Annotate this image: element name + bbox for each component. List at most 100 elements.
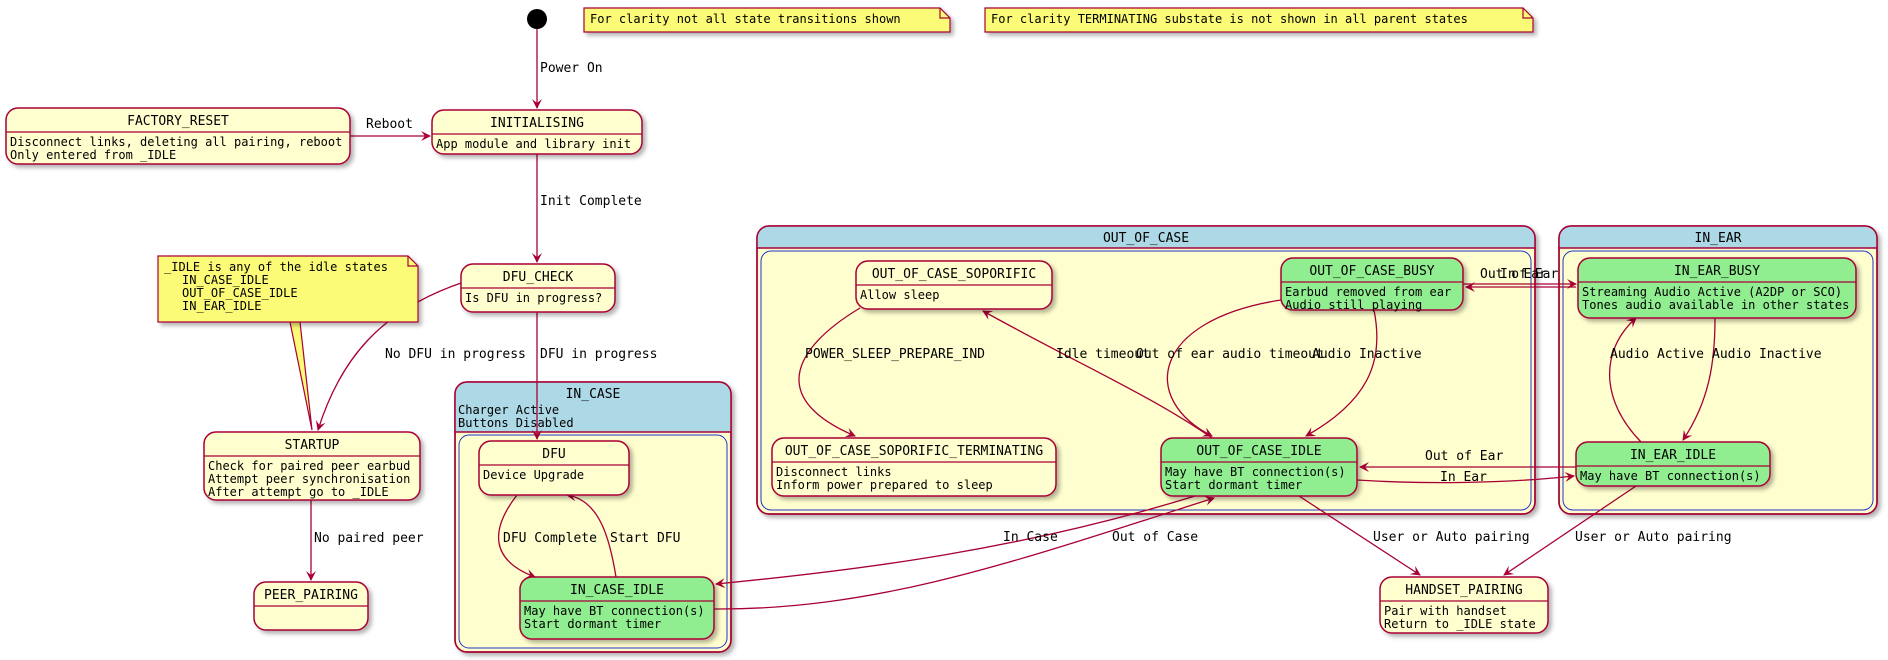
state-desc: Device Upgrade — [483, 468, 584, 482]
transition-label: DFU Complete — [503, 531, 597, 546]
state-name: OUT_OF_CASE_BUSY — [1309, 264, 1434, 279]
composite-title: IN_EAR — [1695, 231, 1742, 246]
transition-label: Power On — [540, 61, 603, 76]
state-out-of-case-soporific[interactable]: OUT_OF_CASE_SOPORIFIC Allow sleep — [855, 260, 1053, 310]
state-out-of-case-idle[interactable]: OUT_OF_CASE_IDLE May have BT connection(s… — [1160, 437, 1358, 497]
state-desc: Pair with handset — [1384, 604, 1507, 618]
note-clarity-terminating: For clarity TERMINATING substate is not … — [984, 7, 1534, 33]
transition-label: No DFU in progress — [385, 347, 526, 362]
transition-label: No paired peer — [314, 531, 424, 546]
transition-user-or-auto-pairing-1: User or Auto pairing — [1298, 495, 1530, 576]
state-dfu-check[interactable]: DFU_CHECK Is DFU in progress? — [460, 263, 616, 313]
state-name: STARTUP — [285, 438, 340, 453]
transition-label: User or Auto pairing — [1373, 530, 1530, 545]
transition-out-of-ear-idle: Out of Ear — [1359, 449, 1576, 472]
transition-out-of-case: Out of Case — [713, 495, 1215, 610]
transition-label: Out of Ear — [1425, 449, 1503, 464]
state-in-ear-busy[interactable]: IN_EAR_BUSY Streaming Audio Active (A2DP … — [1577, 257, 1857, 319]
state-desc: Check for paired peer earbud — [208, 459, 410, 473]
state-desc: Allow sleep — [860, 288, 939, 302]
transition-label: Out of ear audio timeout — [1136, 347, 1324, 362]
state-initialising[interactable]: INITIALISING App module and library init — [431, 109, 643, 155]
transition-start-dfu: Start DFU — [566, 491, 680, 578]
transition-no-paired-peer: No paired peer — [306, 500, 424, 581]
state-desc: Disconnect links — [776, 465, 892, 479]
composite-desc: Charger Active — [458, 403, 559, 417]
note-idle-definition: _IDLE is any of the idle statesIN_CASE_I… — [157, 255, 419, 431]
transition-label: Audio Inactive — [1712, 347, 1822, 362]
state-desc: Start dormant timer — [524, 617, 661, 631]
state-desc: May have BT connection(s) — [1165, 465, 1346, 479]
transition-label: Audio Inactive — [1312, 347, 1422, 362]
note-text: _IDLE is any of the idle states — [164, 260, 388, 274]
state-desc: Only entered from _IDLE — [10, 148, 176, 162]
transition-audio-inactive-ear: Audio Inactive — [1682, 317, 1822, 441]
state-in-case-idle[interactable]: IN_CASE_IDLE May have BT connection(s)Sta… — [519, 576, 715, 640]
state-desc: After attempt go to _IDLE — [208, 485, 389, 499]
transition-label: Reboot — [366, 117, 413, 132]
transition-in-ear-idle: In Ear — [1356, 470, 1575, 485]
transition-label: POWER_SLEEP_PREPARE_IND — [805, 347, 985, 362]
state-out-of-case-soporific-terminating[interactable]: OUT_OF_CASE_SOPORIFIC_TERMINATINGDisconn… — [771, 437, 1057, 497]
state-desc: Attempt peer synchronisation — [208, 472, 410, 486]
initial-pseudostate — [527, 9, 547, 29]
state-peer-pairing[interactable]: PEER_PAIRING — [253, 581, 369, 631]
transition-label: In Ear — [1440, 470, 1487, 485]
note-text: For clarity TERMINATING substate is not … — [991, 12, 1468, 26]
state-name: FACTORY_RESET — [127, 114, 229, 129]
composite-desc: Buttons Disabled — [458, 416, 574, 430]
transition-label: Out of Ear — [1480, 267, 1558, 282]
state-name: PEER_PAIRING — [264, 588, 358, 603]
transition-no-dfu-in-progress: No DFU in progress — [315, 281, 526, 431]
transition-label: Idle timeout — [1056, 347, 1150, 362]
state-desc: Inform power prepared to sleep — [776, 478, 993, 492]
transition-label: DFU in progress — [540, 347, 657, 362]
transition-in-case: In Case — [715, 495, 1196, 589]
state-desc: Streaming Audio Active (A2DP or SCO) — [1582, 285, 1842, 299]
state-desc: App module and library init — [436, 137, 631, 151]
state-name: DFU_CHECK — [503, 270, 574, 285]
note-text: IN_CASE_IDLE — [182, 273, 269, 287]
transition-idle-timeout: Idle timeout — [982, 310, 1213, 439]
state-desc: Disconnect links, deleting all pairing, … — [10, 135, 342, 149]
state-name: IN_EAR_BUSY — [1674, 264, 1760, 279]
transition-out-of-ear-audio-timeout: Out of ear audio timeout — [1136, 299, 1324, 437]
note-text: For clarity not all state transitions sh… — [590, 12, 901, 26]
composite-title: IN_CASE — [566, 387, 621, 402]
transition-label: In Case — [1003, 530, 1058, 545]
note-clarity-transitions: For clarity not all state transitions sh… — [583, 7, 951, 33]
transition-audio-active: Audio Active — [1609, 317, 1704, 443]
state-desc: Tones audio available in other states — [1582, 298, 1849, 312]
transition-label: Out of Case — [1112, 530, 1198, 545]
transition-label: Start DFU — [610, 531, 680, 546]
note-text: OUT_OF_CASE_IDLE — [182, 286, 298, 300]
state-desc: Return to _IDLE state — [1384, 617, 1536, 631]
state-factory-reset[interactable]: FACTORY_RESET Disconnect links, deleting … — [5, 107, 351, 165]
composite-title: OUT_OF_CASE — [1103, 231, 1189, 246]
state-name: OUT_OF_CASE_SOPORIFIC — [872, 267, 1036, 282]
transition-reboot: Reboot — [350, 117, 431, 141]
transition-init-complete: Init Complete — [532, 154, 642, 263]
transition-power-sleep-prepare-ind: POWER_SLEEP_PREPARE_IND — [798, 307, 985, 438]
transition-label: Init Complete — [540, 194, 642, 209]
state-desc: Is DFU in progress? — [465, 291, 602, 305]
transition-dfu-in-progress: DFU in progress — [532, 312, 657, 440]
transition-power-on: Power On — [532, 29, 603, 109]
state-name: IN_EAR_IDLE — [1630, 448, 1716, 463]
transition-label: In Ear — [1500, 267, 1547, 282]
state-desc: May have BT connection(s) — [524, 604, 705, 618]
state-desc: Start dormant timer — [1165, 478, 1302, 492]
state-name: INITIALISING — [490, 116, 584, 131]
transition-user-or-auto-pairing-2: User or Auto pairing — [1503, 485, 1732, 576]
state-startup[interactable]: STARTUP Check for paired peer earbudAttem… — [203, 431, 421, 501]
state-desc: Earbud removed from ear — [1285, 285, 1451, 299]
state-name: OUT_OF_CASE_IDLE — [1196, 444, 1321, 459]
state-name: IN_CASE_IDLE — [570, 583, 664, 598]
transition-audio-inactive-ooc: Audio Inactive — [1305, 309, 1422, 437]
